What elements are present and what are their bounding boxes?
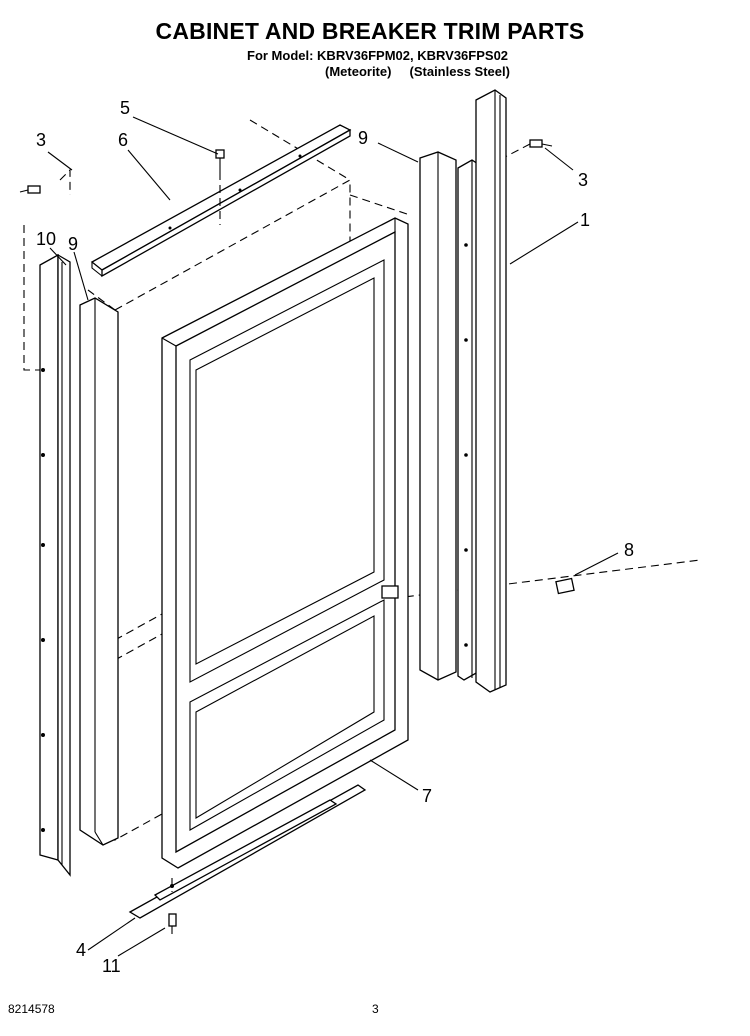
screw-5-icon — [215, 149, 225, 225]
document-number: 8214578 — [8, 1002, 55, 1016]
left-foam-gasket — [79, 297, 119, 846]
breaker-frame — [161, 217, 409, 869]
callout-4: 4 — [76, 940, 86, 960]
callout-8: 8 — [624, 540, 634, 560]
callout-6: 6 — [118, 130, 128, 150]
callout-11: 11 — [102, 956, 121, 976]
leader-lines — [47, 116, 619, 957]
callout-9-left: 9 — [68, 234, 78, 254]
callout-1: 1 — [580, 210, 590, 230]
right-foam-gasket — [419, 151, 457, 681]
right-inner-trim — [457, 159, 479, 681]
variants-line: (Meteorite) (Stainless Steel) — [325, 64, 510, 79]
screw-3-right-icon — [504, 139, 553, 158]
screw-11-icon — [168, 913, 177, 934]
callout-5: 5 — [120, 98, 130, 118]
callout-10: 10 — [36, 229, 56, 249]
left-side-trim — [39, 253, 71, 877]
callout-7: 7 — [422, 786, 432, 806]
screw-3-left-icon — [19, 185, 41, 194]
clip-8-icon — [381, 577, 575, 599]
callout-3-right: 3 — [578, 170, 588, 190]
right-side-trim — [475, 89, 507, 693]
bottom-trim-rail — [128, 784, 367, 919]
top-trim-rail — [90, 124, 352, 278]
callout-9-right: 9 — [358, 128, 368, 148]
page-title: CABINET AND BREAKER TRIM PARTS — [155, 18, 585, 44]
callout-3-left: 3 — [36, 130, 46, 150]
page-number: 3 — [372, 1002, 379, 1016]
model-line: For Model: KBRV36FPM02, KBRV36FPS02 — [247, 48, 509, 63]
